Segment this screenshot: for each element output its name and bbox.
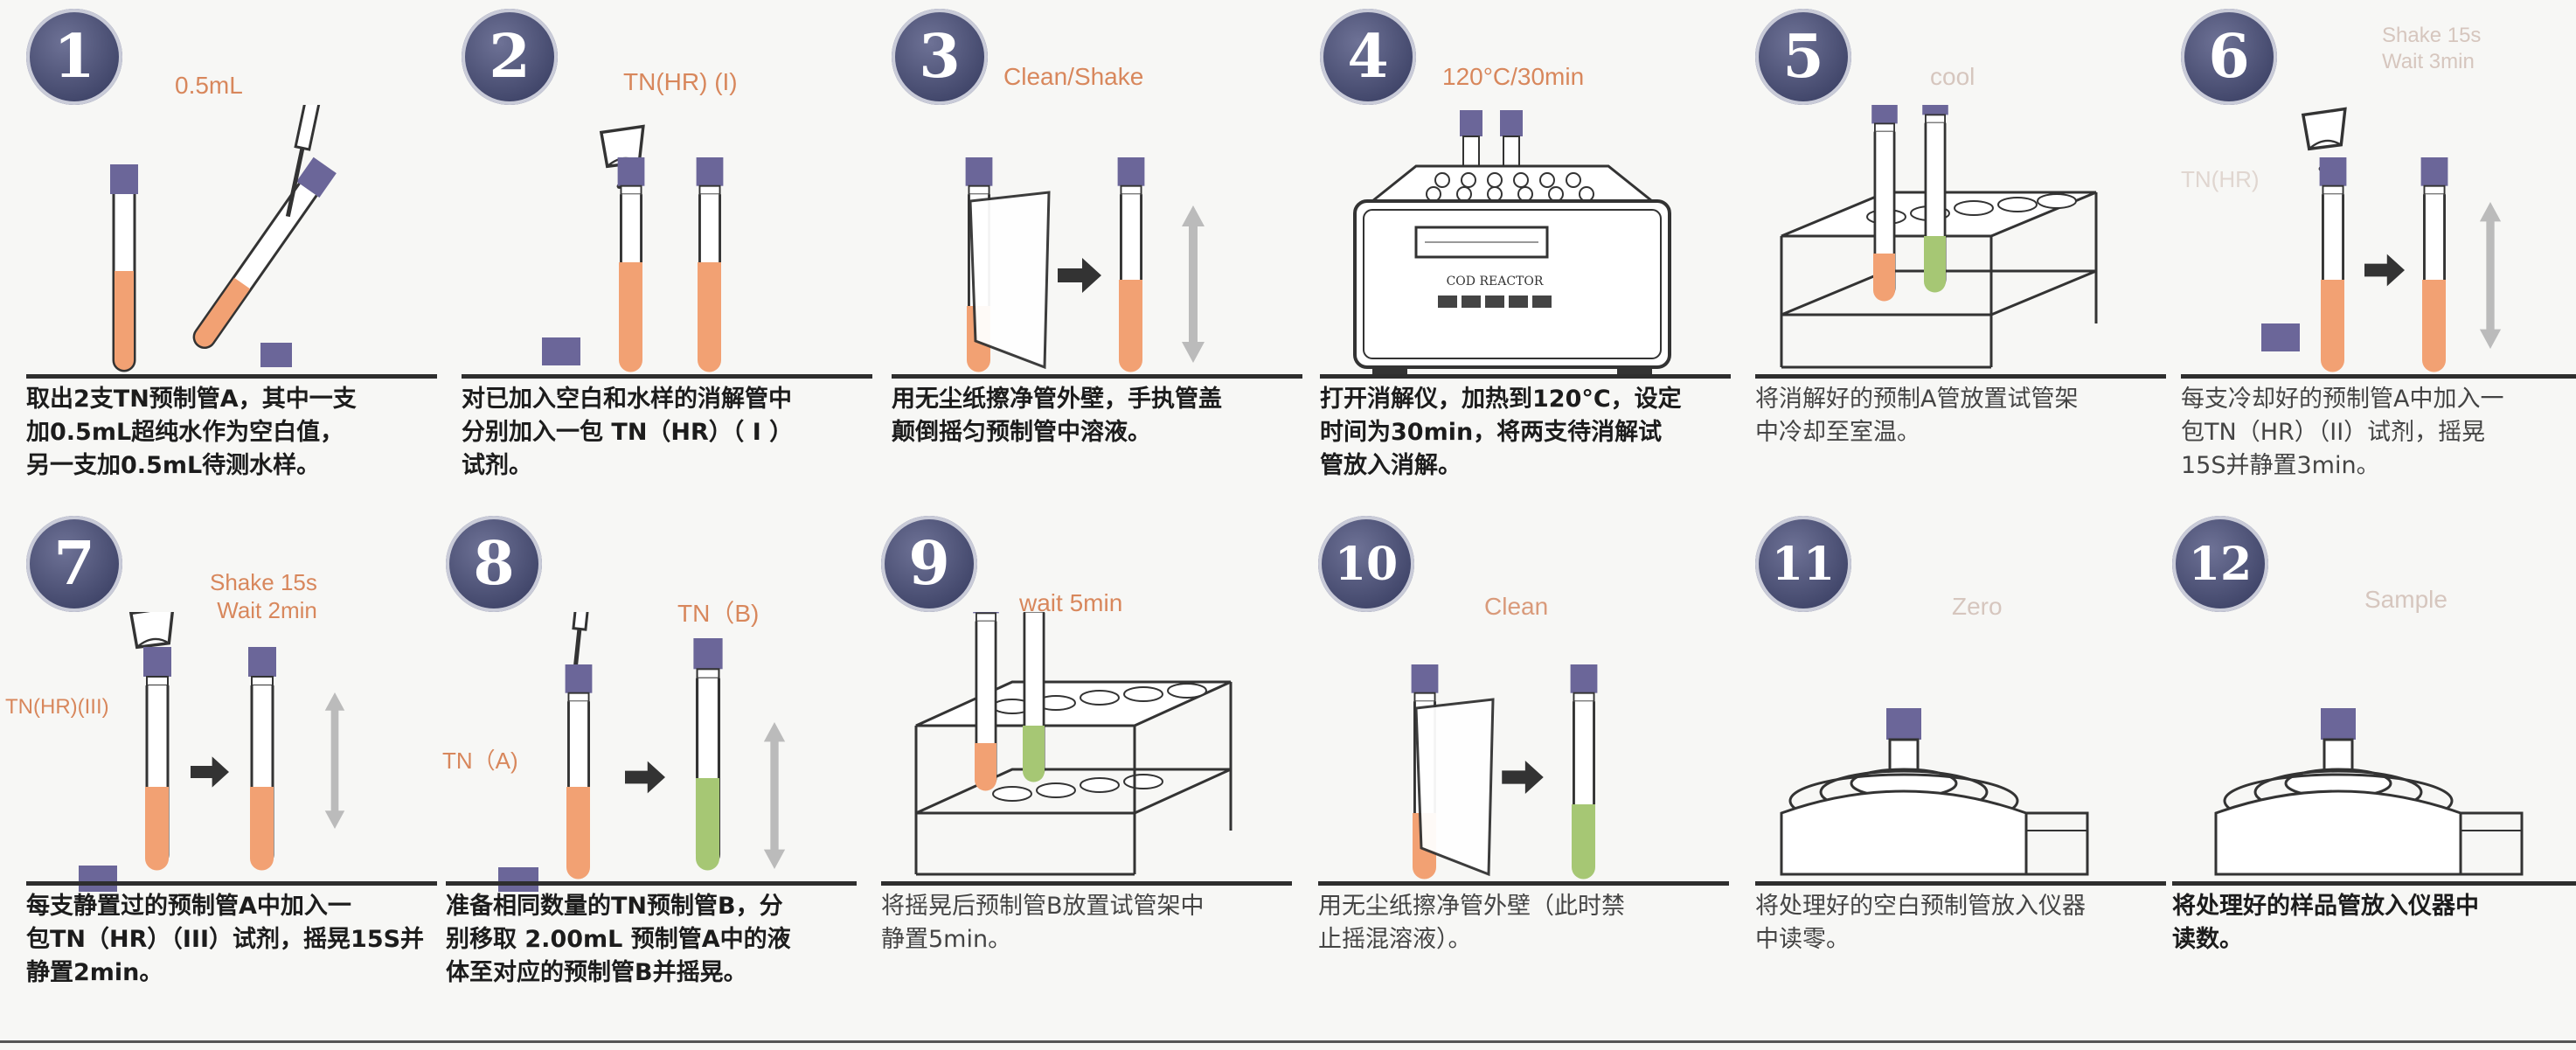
tube-illustration: [2261, 107, 2502, 372]
step-number-badge: 12: [2172, 516, 2268, 612]
step-description: 每支静置过的预制管A中加入一包TN（HR）（III）试剂，摇晃15S并静置2mi…: [26, 893, 425, 986]
side-label: TN（A): [442, 748, 518, 774]
divider: [881, 881, 1292, 886]
step-label: Clean/Shake: [1003, 63, 1144, 90]
step-4-panel: 4 120°C/30min COD REACTOR 打开消解仪，加热到120°C…: [1320, 9, 1731, 498]
divider: [2172, 881, 2576, 886]
step-label: cool: [1930, 63, 1975, 90]
step-2-panel: 2 TN(HR) (I) 对已加入空白和水样的消解管中分别加入一包 TN（HR）…: [462, 9, 872, 498]
tube-illustration: [1409, 664, 1600, 880]
step-label: TN(HR) (I): [623, 68, 738, 95]
step-number-badge: 4: [1320, 9, 1416, 105]
step-label: Clean: [1484, 593, 1549, 620]
step-label: TN（B): [677, 600, 760, 627]
step-number-badge: 11: [1755, 516, 1851, 612]
step-number-badge: 6: [2181, 9, 2277, 105]
step-description: 将处理好的空白预制管放入仪器中读零。: [1755, 893, 2086, 953]
step-number-badge: 10: [1318, 516, 1414, 612]
step-10-panel: 10 Clean 用无尘纸擦净管外壁（此时禁止摇混溶液）。: [1318, 516, 1729, 1005]
tube-illustration: [79, 612, 345, 892]
step-number-badge: 5: [1755, 9, 1851, 105]
step-label: wait 5min: [1019, 589, 1123, 616]
step-11-panel: 11 Zero 将处理好的空白预制管放入仪器中读零。: [1755, 516, 2166, 1005]
divider: [2181, 374, 2576, 379]
step-description: 用无尘纸擦净管外壁（此时禁止摇混溶液）。: [1318, 893, 1625, 953]
step-description: 对已加入空白和水样的消解管中分别加入一包 TN（HR）（ I ）试剂。: [462, 386, 794, 479]
tube-illustration: [542, 124, 726, 372]
side-label: TN(HR)(III): [5, 695, 109, 719]
step-label: Zero: [1952, 593, 2003, 620]
step-description: 取出2支TN预制管A，其中一支加0.5mL超纯水作为空白值，另一支加0.5mL待…: [26, 386, 357, 479]
step-9-panel: 9 wait 5min 将摇晃后预制管B放置试管架中静置5min。: [881, 516, 1292, 1005]
step-description: 准备相同数量的TN预制管B，分别移取 2.00mL 预制管A中的液体至对应的预制…: [446, 893, 791, 986]
instrument-illustration: [1780, 708, 2089, 876]
divider: [1755, 374, 2166, 379]
step-number-badge: 8: [446, 516, 542, 612]
step-description: 将消解好的预制A管放置试管架中冷却至室温。: [1755, 386, 2079, 446]
step-5-panel: 5 cool 将消解好的预制A管放置试管架中冷却至室温。: [1755, 9, 2166, 498]
step-12-panel: 12 Sample 将处理好的样品管放入仪器中读数。: [2172, 516, 2576, 1005]
divider: [1320, 374, 1731, 379]
divider: [892, 374, 1302, 379]
divider: [446, 881, 857, 886]
step-8-panel: 8 TN（B) TN（A) 准备相同数量的TN预制管B，分别移取 2.00mL …: [442, 516, 857, 1005]
tube-illustration: [498, 612, 786, 892]
step-number-badge: 2: [462, 9, 558, 105]
step-3-panel: 3 Clean/Shake 用无尘纸擦净管外壁，手执管盖颠倒摇匀预制管中溶液。: [892, 9, 1302, 498]
step-description: 将摇晃后预制管B放置试管架中静置5min。: [881, 893, 1205, 953]
step-label: 120°C/30min: [1442, 63, 1585, 90]
divider: [1318, 881, 1729, 886]
step-label: Sample: [2364, 586, 2448, 613]
step-label: 0.5mL: [175, 72, 243, 99]
page-bottom-line: [0, 1040, 2576, 1043]
step-number-badge: 9: [881, 516, 977, 612]
step-description: 打开消解仪，加热到120°C，设定时间为30min，将两支待消解试管放入消解。: [1320, 386, 1682, 479]
step-description: 用无尘纸擦净管外壁，手执管盖颠倒摇匀预制管中溶液。: [892, 386, 1222, 446]
step-number-badge: 7: [26, 516, 122, 612]
instrument-illustration: [2214, 708, 2524, 876]
divider: [1755, 881, 2166, 886]
reactor-label: COD REACTOR: [1447, 275, 1544, 289]
tube-illustration: [963, 157, 1205, 372]
step-1-panel: 1 0.5mL 取出2支TN预制管A，其中一支加0.5mL超纯水作为空白值，另一…: [26, 9, 437, 498]
step-number-badge: 3: [892, 9, 988, 105]
divider: [26, 881, 437, 886]
side-label: TN(HR): [2181, 166, 2260, 192]
tube-rack-illustration: [914, 612, 1232, 876]
tube-illustration: [110, 105, 337, 372]
step-description: 将处理好的样品管放入仪器中读数。: [2172, 893, 2479, 953]
tube-rack-illustration: [1780, 105, 2098, 369]
cod-reactor-illustration: COD REACTOR: [1353, 110, 1671, 376]
step-number-badge: 1: [26, 9, 122, 105]
divider: [462, 374, 872, 379]
divider: [26, 374, 437, 379]
